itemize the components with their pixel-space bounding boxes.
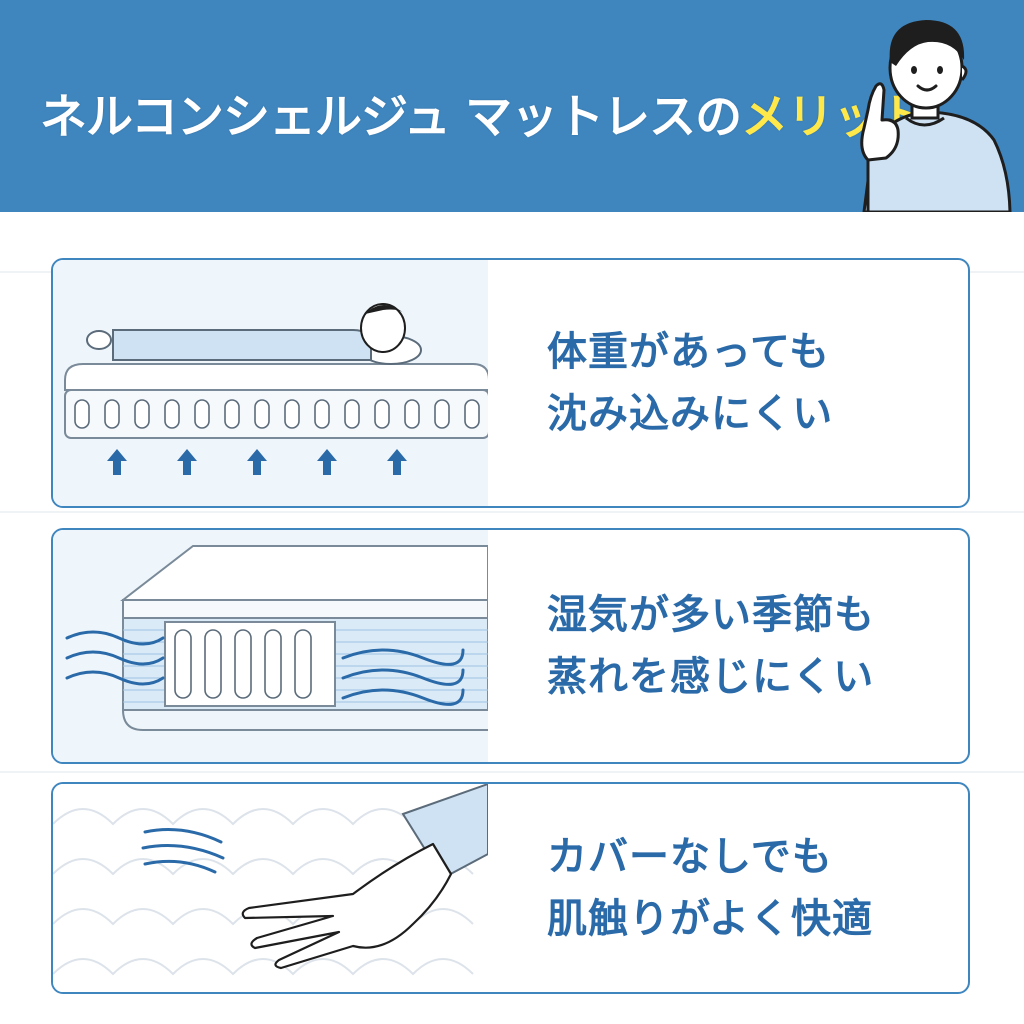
merit-line-1: 湿気が多い季節も — [547, 592, 875, 638]
merit-line-1: 体重があっても — [547, 329, 830, 375]
merit-text: 湿気が多い季節も 蒸れを感じにくい — [547, 530, 948, 762]
merit-text: カバーなしでも 肌触りがよく快適 — [547, 784, 948, 992]
header-banner: ネルコンシェルジュ マットレスのメリット — [0, 0, 1024, 212]
merit-line-2: 蒸れを感じにくい — [547, 654, 875, 700]
merit-line-1: カバーなしでも — [547, 834, 833, 880]
merit-card-weight-support: 体重があっても 沈み込みにくい — [51, 258, 970, 508]
merit-text: 体重があっても 沈み込みにくい — [547, 260, 948, 506]
page-title: ネルコンシェルジュ マットレスのメリット — [40, 78, 926, 147]
title-main: ネルコンシェルジュ マットレスの — [40, 90, 742, 145]
card-illustration-panel — [53, 784, 488, 992]
merit-card-comfort: カバーなしでも 肌触りがよく快適 — [51, 782, 970, 994]
hand-touch-icon — [53, 784, 488, 976]
pointing-man-icon — [860, 20, 1012, 212]
card-illustration-panel — [53, 530, 488, 762]
person-on-mattress-icon — [64, 303, 488, 475]
merit-line-2: 沈み込みにくい — [547, 391, 834, 437]
merit-card-breathability: 湿気が多い季節も 蒸れを感じにくい — [51, 528, 970, 764]
merit-line-2: 肌触りがよく快適 — [547, 896, 873, 942]
card-illustration-panel — [53, 260, 488, 506]
breathable-mattress-icon — [65, 545, 488, 731]
